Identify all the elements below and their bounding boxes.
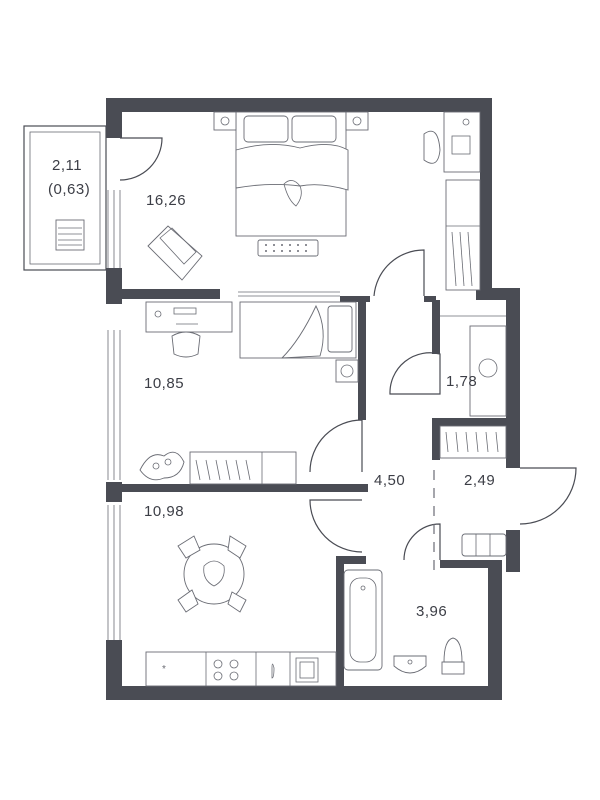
plant-icon [139, 451, 185, 481]
washbasin-icon [393, 655, 427, 674]
entrance-wardrobe-icon [439, 425, 507, 459]
storage-furniture [440, 315, 507, 417]
toilet-icon [441, 637, 465, 675]
bedroom-furniture [147, 111, 481, 291]
windows [107, 190, 340, 640]
svg-text:*: * [162, 664, 166, 675]
walls [106, 98, 520, 700]
nightstand-right-icon [345, 111, 369, 131]
kitchen-counter-icon: * [145, 651, 337, 687]
entrance-door [519, 467, 577, 525]
hall-area-label: 4,50 [374, 472, 405, 489]
storage-area-label: 1,78 [446, 373, 477, 390]
room2-door [309, 419, 363, 473]
wardrobe-icon [445, 179, 481, 291]
bed-icon [235, 111, 349, 237]
chair-icons [177, 535, 247, 613]
kitchen-area-label: 10,98 [144, 503, 184, 520]
kitchen-door [309, 499, 363, 553]
desk-room2-icon [145, 301, 233, 358]
room2-furniture [139, 301, 359, 485]
bed-room2-icon [239, 301, 357, 359]
bathtub-icon [343, 569, 383, 671]
room2-area-label: 10,85 [144, 375, 184, 392]
armchair-icon [147, 225, 203, 281]
shoe-rack-icon [461, 533, 507, 557]
washing-machine-icon [478, 358, 498, 378]
doors [119, 137, 577, 570]
balcony-chair-icon [55, 219, 85, 251]
bathroom-area-label: 3,96 [416, 603, 447, 620]
bedroom-area-label: 16,26 [146, 192, 186, 209]
balcony [23, 125, 107, 271]
bench-icon [257, 239, 319, 257]
balcony-reduced-area-label: (0,63) [48, 181, 90, 198]
bedroom-door [373, 249, 425, 297]
kitchen-furniture: * [145, 535, 337, 687]
stove-icon [213, 659, 239, 681]
bathroom-door [403, 523, 441, 561]
storage-door [389, 352, 441, 395]
balcony-door [119, 137, 163, 181]
nightstand-left-icon [213, 111, 237, 131]
lamp-icon [335, 359, 359, 383]
sink-icon [295, 657, 319, 683]
entrance-area-label: 2,49 [464, 472, 495, 489]
wardrobe-room2-icon [189, 451, 297, 485]
balcony-area-label: 2,11 [52, 157, 82, 174]
desk-icon [423, 111, 481, 173]
bathroom-fixtures [343, 569, 465, 675]
area-labels: 2,11 (0,63) 16,26 10,85 1,78 4,50 2,49 1… [48, 157, 495, 620]
dining-table-icon [183, 543, 245, 605]
faucet-icon [271, 663, 275, 679]
